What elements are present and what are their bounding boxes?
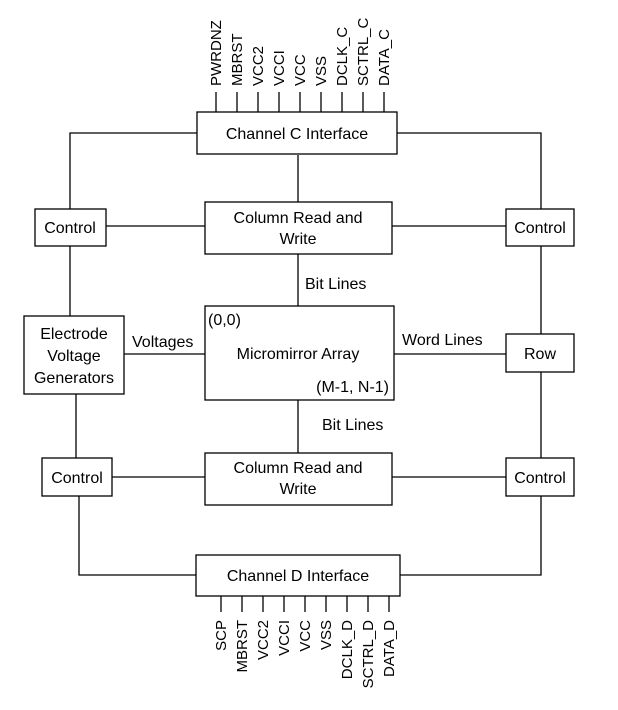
array-origin-label: (0,0) (208, 312, 241, 329)
channel-c-pin-ticks (215, 92, 385, 112)
control-bottom-left-label: Control (51, 470, 103, 487)
channel-d-signal-label: VSS (318, 620, 335, 650)
column-top-line-2: Write (279, 231, 316, 248)
control-top-right-label: Control (514, 220, 566, 237)
array-title: Micromirror Array (237, 346, 360, 363)
control-top-left-block: Control (34, 208, 107, 247)
control-top-right-block: Control (505, 208, 575, 247)
channel-d-signal-label: DATA_D (381, 620, 398, 677)
channel-c-signal-label: SCTRL_C (355, 17, 372, 86)
control-top-left-label: Control (44, 220, 96, 237)
channel-d-interface-block: Channel D Interface (195, 554, 401, 597)
word-lines-label: Word Lines (402, 332, 483, 349)
electrode-line-3: Generators (34, 370, 114, 387)
channel-c-interface-block: Channel C Interface (196, 111, 398, 155)
channel-d-pin-ticks (220, 596, 390, 612)
array-corner-label: (M-1, N-1) (316, 379, 389, 396)
channel-d-signal-label: SCTRL_D (360, 620, 377, 689)
channel-d-signal-label: VCC2 (255, 620, 272, 660)
channel-d-signal-label: DCLK_D (339, 620, 356, 679)
electrode-line-1: Electrode (40, 326, 108, 343)
bit-lines-top-label: Bit Lines (305, 276, 366, 293)
column-top-line-1: Column Read and (234, 210, 363, 227)
voltages-label: Voltages (132, 334, 193, 351)
column-bottom-line-1: Column Read and (234, 460, 363, 477)
channel-d-signal-label: VCC (297, 620, 314, 652)
wire-right-control-to-channel-d (400, 496, 542, 576)
bit-lines-bottom-label: Bit Lines (322, 417, 383, 434)
row-block: Row (505, 333, 575, 373)
channel-d-signal-label: SCP (213, 620, 230, 651)
channel-c-label: Channel C Interface (226, 126, 368, 143)
channel-c-signal-label: VCCI (271, 50, 288, 86)
wire-channel-c-to-right-control (397, 132, 542, 209)
channel-c-signal-label: DCLK_C (334, 27, 351, 86)
channel-c-signal-label: MBRST (229, 34, 246, 87)
channel-c-signal-label: PWRDNZ (208, 20, 225, 86)
channel-c-signal-label: VCC (292, 54, 309, 86)
control-bottom-right-label: Control (514, 470, 566, 487)
wire-channel-c-to-left-control (69, 132, 197, 209)
electrode-voltage-generators-block: Electrode Voltage Generators (23, 315, 125, 395)
channel-c-signal-label: DATA_C (376, 29, 393, 86)
connection-wires (69, 132, 542, 576)
column-bottom-line-2: Write (279, 481, 316, 498)
row-label: Row (524, 346, 556, 363)
channel-d-label: Channel D Interface (227, 568, 369, 585)
micromirror-array-block: (0,0) Micromirror Array (M-1, N-1) (204, 305, 395, 401)
channel-c-signal-label: VSS (313, 56, 330, 86)
wire-left-control-to-channel-d (78, 496, 196, 576)
column-read-write-bottom-block: Column Read and Write (204, 452, 393, 506)
column-read-write-top-block: Column Read and Write (204, 201, 393, 255)
channel-c-signal-label: VCC2 (250, 46, 267, 86)
electrode-line-2: Voltage (47, 348, 100, 365)
control-bottom-right-block: Control (505, 457, 575, 497)
channel-d-signal-label: MBRST (234, 620, 251, 673)
channel-d-signal-label: VCCI (276, 620, 293, 656)
control-bottom-left-block: Control (41, 457, 113, 497)
